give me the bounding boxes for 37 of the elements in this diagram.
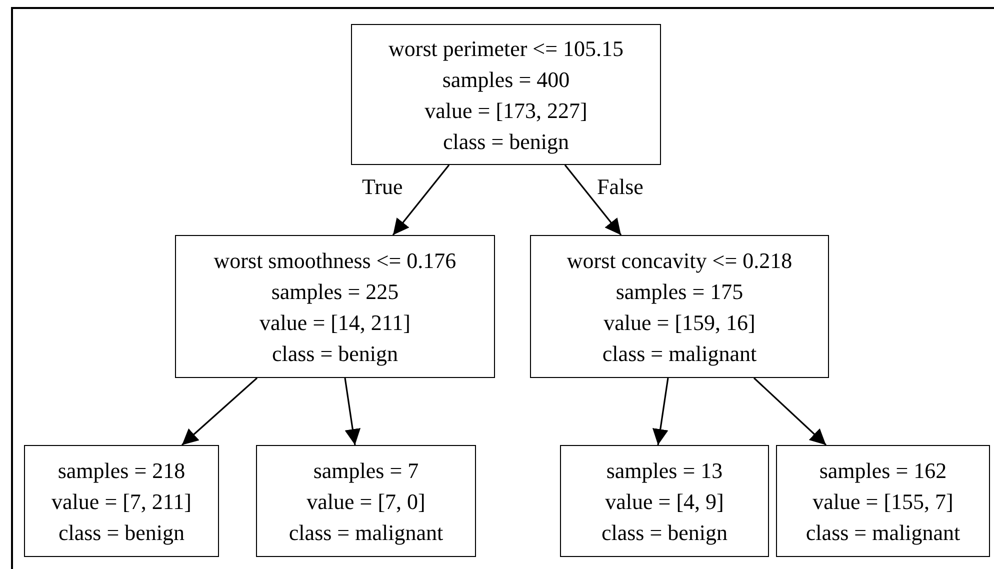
tree-node-box — [776, 445, 990, 557]
arrow — [753, 377, 827, 446]
node-text: value = [159, 16] — [604, 308, 756, 336]
tree-node-box — [175, 235, 495, 378]
arrow — [564, 164, 622, 236]
node-text: value = [4, 9] — [605, 488, 724, 516]
tree-node-box — [24, 445, 219, 557]
tree-node-box — [560, 445, 769, 557]
node-text: value = [173, 227] — [424, 96, 588, 124]
node-text: samples = 13 — [606, 456, 723, 485]
arrow — [392, 164, 450, 236]
node-text: class = benign — [601, 518, 728, 547]
arrow — [181, 377, 258, 446]
node-text: worst perimeter <= 105.15 — [388, 34, 624, 63]
node-text: class = malignant — [806, 518, 960, 547]
node-text: samples = 7 — [313, 456, 419, 485]
node-text: worst smoothness <= 0.176 — [214, 246, 456, 274]
node-text: value = [7, 0] — [306, 488, 426, 516]
tree-node-box — [351, 24, 661, 165]
node-text: class = benign — [272, 340, 398, 368]
node-text: samples = 400 — [442, 66, 570, 94]
node-text: samples = 218 — [58, 456, 186, 485]
node-text: value = [14, 211] — [260, 308, 410, 336]
node-text: class = malignant — [288, 518, 444, 547]
node-text: samples = 175 — [616, 278, 744, 306]
node-text: samples = 162 — [819, 456, 947, 485]
node-text: value = [155, 7] — [812, 488, 954, 516]
node-text: samples = 225 — [271, 278, 399, 306]
arrow — [344, 378, 361, 446]
node-text: value = [7, 211] — [52, 488, 192, 516]
node-text: class = benign — [58, 518, 185, 547]
tree-node-box — [256, 445, 476, 557]
node-text: worst concavity <= 0.218 — [566, 246, 792, 275]
node-text: class = benign — [442, 128, 570, 156]
node-text: class = malignant — [602, 340, 757, 368]
arrow — [652, 378, 669, 446]
tree-node-box — [530, 235, 829, 378]
